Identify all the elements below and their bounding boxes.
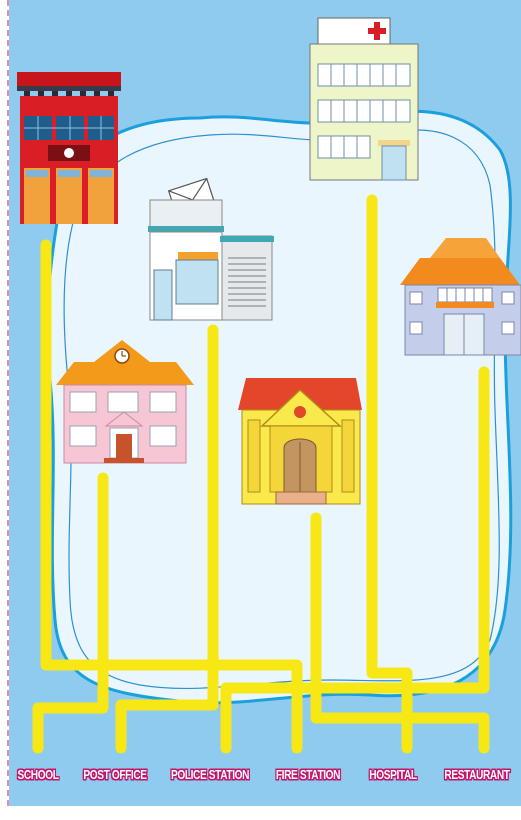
fire-station-building[interactable] <box>17 72 121 224</box>
label-post-office[interactable]: POST OFFICE <box>83 762 146 788</box>
hospital-building[interactable] <box>310 18 418 180</box>
label-restaurant[interactable]: RESTAURANT <box>444 762 509 788</box>
destination-labels: SCHOOL POST OFFICE POLICE STATION FIRE S… <box>0 762 521 788</box>
label-police-station[interactable]: POLICE STATION <box>171 762 249 788</box>
police-station-building[interactable] <box>238 378 362 504</box>
label-school[interactable]: SCHOOL <box>17 762 58 788</box>
label-fire-station[interactable]: FIRE STATION <box>276 762 340 788</box>
bottom-margin <box>0 806 521 820</box>
label-hospital[interactable]: HOSPITAL <box>369 762 416 788</box>
